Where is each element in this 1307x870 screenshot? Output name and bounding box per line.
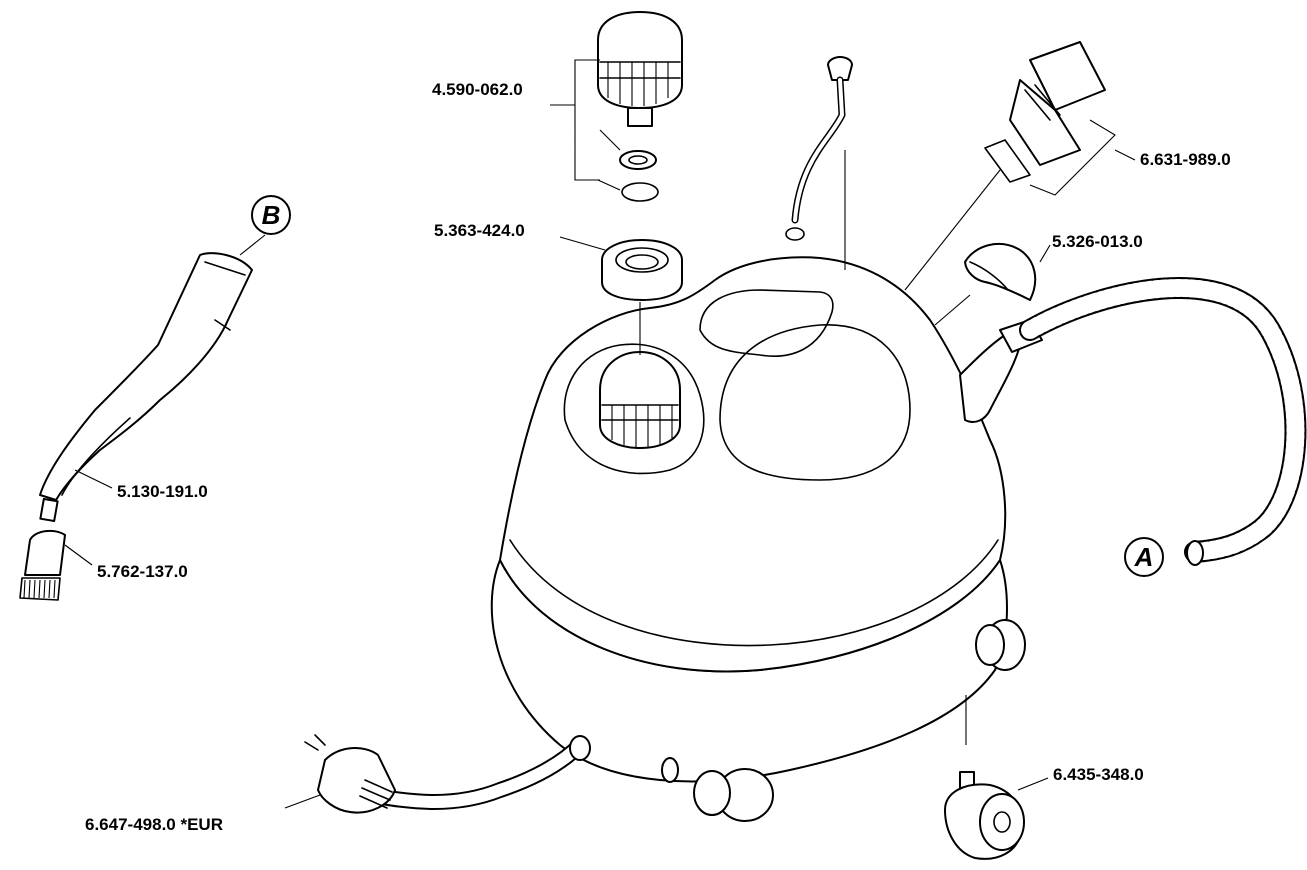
- label-brush: 5.762-137.0: [97, 562, 188, 581]
- cap-seal-icon: [559, 236, 683, 355]
- label-wheel: 6.435-348.0: [1053, 765, 1144, 784]
- caster-wheel-icon: [944, 695, 1049, 860]
- label-cable: 6.647-498.0 *EUR: [85, 815, 223, 834]
- label-cap: 4.590-062.0: [432, 80, 523, 99]
- brush-icon: [19, 529, 93, 601]
- label-cap-seal: 5.363-424.0: [434, 221, 525, 240]
- switch-icon: [904, 41, 1136, 291]
- cover-icon: [934, 243, 1051, 326]
- power-cable-icon: [284, 734, 591, 814]
- label-cover: 5.326-013.0: [1052, 232, 1143, 251]
- label-switch: 6.631-989.0: [1140, 150, 1231, 169]
- steam-cleaner-body: [490, 256, 1043, 783]
- o-ring-icon: [621, 182, 659, 202]
- hose-icon: [1019, 277, 1307, 566]
- callout-b: B: [251, 195, 291, 235]
- wheels-icon: [661, 619, 1026, 822]
- cap-installed-icon: [599, 351, 681, 449]
- nozzle-icon: [39, 234, 266, 523]
- cap-icon: [597, 11, 683, 127]
- callout-a: A: [1124, 537, 1164, 577]
- washer-icon: [619, 150, 657, 170]
- cap-bracket: [550, 59, 621, 191]
- steam-tube-icon: [785, 56, 853, 270]
- label-nozzle: 5.130-191.0: [117, 482, 208, 501]
